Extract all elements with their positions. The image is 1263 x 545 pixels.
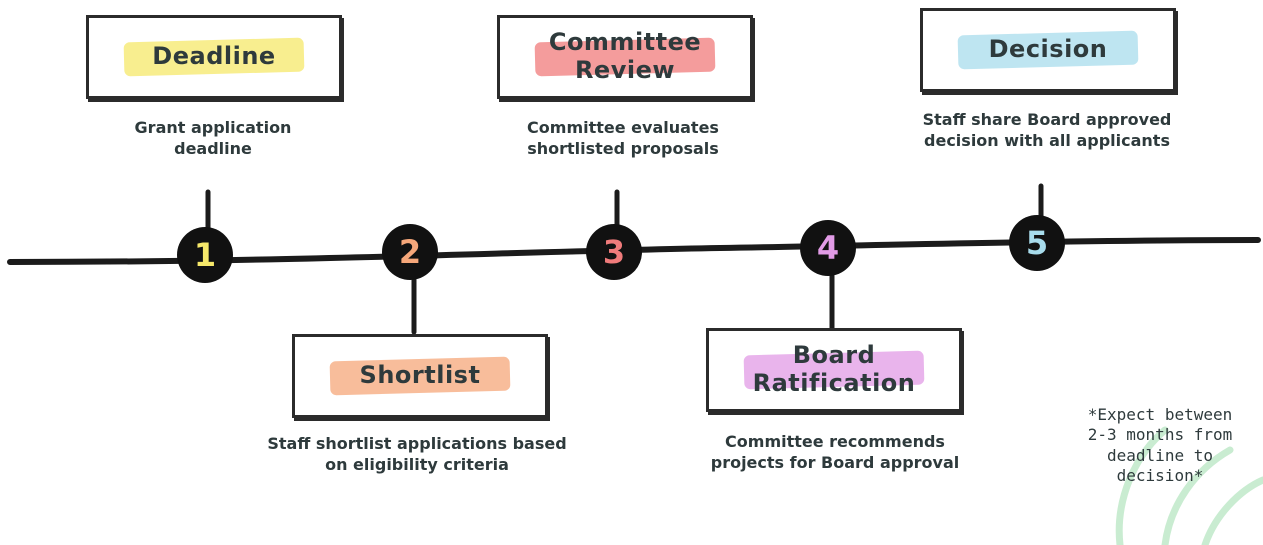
stage-node-2 (382, 224, 438, 280)
stage-description-2: Staff shortlist applications based on el… (267, 434, 567, 474)
stage-box-decision: Decision (920, 8, 1176, 92)
stage-number-5: 5 (1025, 224, 1049, 262)
stage-number-2: 2 (398, 233, 422, 271)
timing-note: *Expect between 2-3 months from deadline… (1087, 405, 1233, 486)
stage-title: Decision (988, 35, 1108, 64)
stage-box-board-ratification: Board Ratification (706, 328, 962, 412)
stage-number-1: 1 (193, 236, 217, 274)
stage-description-4: Committee recommends projects for Board … (710, 432, 960, 472)
timeline-line (7, 237, 1261, 265)
stage-description-3: Committee evaluates shortlisted proposal… (527, 118, 719, 158)
stage-node-4 (800, 220, 856, 276)
stage-title: Shortlist (359, 361, 481, 390)
stage-node-5 (1009, 215, 1065, 271)
stage-node-3 (586, 224, 642, 280)
stage-title: Board Ratification (752, 341, 916, 397)
stage-title: Deadline (152, 42, 276, 71)
stage-number-4: 4 (816, 229, 840, 267)
stage-number-3: 3 (602, 233, 626, 271)
stage-node-1 (177, 227, 233, 283)
stage-description-5: Staff share Board approved decision with… (922, 110, 1172, 150)
stage-box-deadline: Deadline (86, 15, 342, 99)
stage-box-shortlist: Shortlist (292, 334, 548, 418)
leaf-doodle-icon (1115, 426, 1263, 545)
stage-title: Committee Review (548, 28, 702, 84)
stage-box-committee-review: Committee Review (497, 15, 753, 99)
stage-description-1: Grant application deadline (134, 118, 292, 158)
